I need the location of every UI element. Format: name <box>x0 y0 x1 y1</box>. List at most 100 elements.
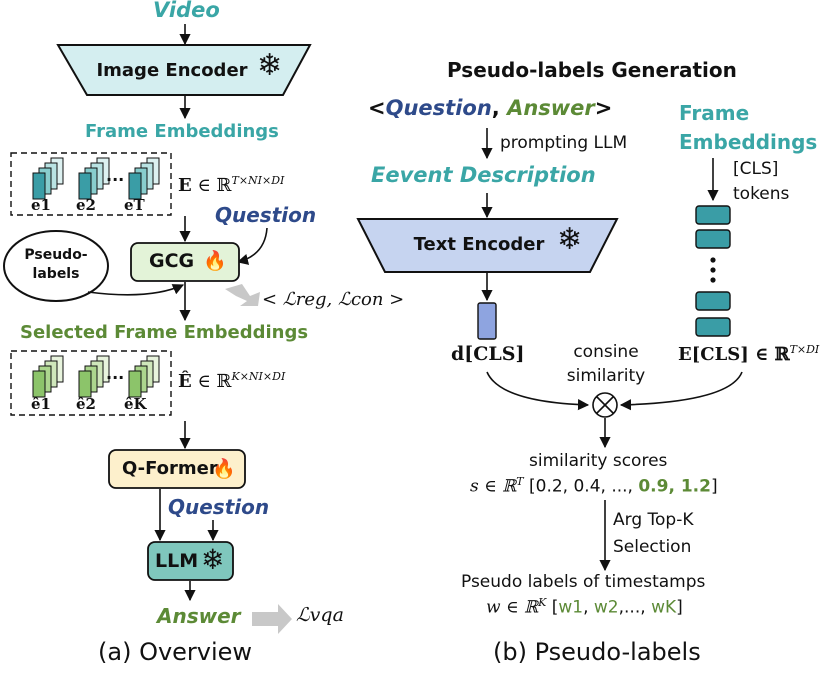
answer-label: Answer <box>157 604 241 628</box>
question-label-1: Question <box>215 203 317 227</box>
E-superscript: T×NI×DI <box>231 174 285 187</box>
qformer-label: Q-Former <box>122 458 218 479</box>
image-encoder-label: Image Encoder <box>96 60 248 81</box>
consine-line-1: consine <box>573 342 639 362</box>
scores-open: [0.2, 0.4, ..., <box>529 476 639 497</box>
pseudo-title: Pseudo-labels Generation <box>447 58 737 82</box>
Ehat-formula: Ê ∈ ℝK×NI×DI <box>178 370 285 392</box>
E-cls-text: E[CLS] ∈ ℝ <box>678 344 790 365</box>
arrow-pseudo-gcg <box>87 284 185 296</box>
ellipsis-dot-3 <box>710 277 716 283</box>
snowflake-icon-text: ❄ <box>557 222 583 257</box>
caption-overview: (a) Overview <box>98 638 253 666</box>
qa-open: < <box>368 96 386 120</box>
scores-close: ] <box>710 476 718 497</box>
similarity-scores-label: similarity scores <box>529 451 668 471</box>
d-cls-label: d[CLS] <box>451 343 525 365</box>
scores-highlight: 0.9, 1.2 <box>638 476 711 497</box>
gcg-label: GCG <box>149 250 195 272</box>
E-symbol: E <box>178 175 192 196</box>
d-cls-token <box>477 302 497 340</box>
vqa-arrow <box>252 604 292 634</box>
consine-line-2: similarity <box>566 366 646 386</box>
frame-stack-T <box>128 157 160 200</box>
e1-label: e1 <box>31 196 51 214</box>
selected-embeddings-box <box>10 350 172 416</box>
E-cls-sup: T×DI <box>789 343 820 356</box>
w-dots: ,..., <box>618 597 652 618</box>
w-open: [ <box>551 597 559 618</box>
s-sup: T <box>516 475 524 488</box>
gcg-box <box>130 242 240 282</box>
qa-answer: Answer <box>507 96 595 120</box>
llm-box <box>147 541 234 581</box>
w-sup: K <box>538 596 547 609</box>
w-comma: , <box>583 597 589 618</box>
consine-similarity: consine similarity <box>558 340 654 388</box>
frame-embeddings-label: Frame Embeddings <box>85 121 279 142</box>
selected-stack-1 <box>32 355 64 398</box>
argtop-line-1: Arg Top-K <box>613 510 694 530</box>
prompting-label: prompting LLM <box>500 133 628 153</box>
pseudo-labels-ellipse <box>3 230 109 302</box>
snowflake-icon: ❄ <box>257 48 283 83</box>
loss-arrow <box>225 284 260 306</box>
w1-label: w1 <box>558 597 584 618</box>
Ehat-space: ℝ <box>216 371 232 392</box>
frame-line-2: Embeddings <box>679 130 818 154</box>
loss-vqa: ℒvqa <box>296 604 344 626</box>
cls-tokens-label: [CLS] tokens <box>733 157 789 207</box>
ehat2-label: ê2 <box>76 395 96 413</box>
w2-label: w2 <box>593 597 619 618</box>
frame-ellipsis: ··· <box>106 170 125 189</box>
wK-label: wK <box>651 597 677 618</box>
cls-line-2: tokens <box>733 184 790 204</box>
ellipsis-dot-1 <box>710 257 716 263</box>
arrow-E-similarity <box>619 371 743 411</box>
ellipsis-dot-2 <box>710 267 716 273</box>
text-encoder-label: Text Encoder <box>413 234 545 255</box>
cls-token-3 <box>695 291 731 311</box>
qa-close: > <box>594 96 613 120</box>
ehat1-label: ê1 <box>31 395 51 413</box>
cls-token-4 <box>695 317 731 337</box>
e2-label: e2 <box>76 196 96 214</box>
s-expr: s ∈ ℝ <box>470 476 517 497</box>
caption-pseudo: (b) Pseudo-labels <box>493 638 701 666</box>
eT-label: eT <box>124 196 145 214</box>
Ehat-symbol: Ê <box>178 371 192 392</box>
scores-formula: s ∈ ℝT [0.2, 0.4, ..., 0.9, 1.2] <box>470 475 718 497</box>
w-formula: w ∈ ℝK [w1, w2,..., wK] <box>486 596 683 618</box>
selected-ellipsis: ··· <box>106 368 125 387</box>
arrow-question-gcg <box>236 227 268 265</box>
cls-line-1: [CLS] <box>733 159 779 179</box>
selected-embeddings-label: Selected Frame Embeddings <box>20 322 309 343</box>
E-in: ∈ <box>197 175 211 196</box>
frame-embeddings-box <box>10 152 172 216</box>
qformer-box <box>108 449 246 489</box>
frame-stack-1 <box>32 157 64 200</box>
E-formula: E ∈ ℝT×NI×DI <box>178 174 284 196</box>
similarity-operator <box>592 392 618 418</box>
selected-stack-2 <box>78 355 110 398</box>
question-label-2: Question <box>168 495 270 519</box>
pseudo-labels-line-2: labels <box>32 266 80 282</box>
cls-token-2 <box>695 229 731 249</box>
cls-token-1 <box>695 205 731 225</box>
llm-label: LLM <box>155 550 199 572</box>
arrow-d-similarity <box>486 371 590 411</box>
image-encoder-box <box>56 44 312 96</box>
argtop-label: Arg Top-K Selection <box>613 507 693 561</box>
qa-comma: , <box>491 96 500 120</box>
fire-icon: 🔥 <box>203 250 227 272</box>
argtop-line-2: Selection <box>613 537 692 557</box>
Ehat-superscript: K×NI×DI <box>231 370 286 383</box>
pseudo-labels-line-1: Pseudo- <box>24 247 88 263</box>
frame-stack-2 <box>78 157 110 200</box>
qa-pair: <Question, Answer> <box>368 96 612 120</box>
fire-icon-qformer: 🔥 <box>212 458 236 480</box>
Ehat-in: ∈ <box>197 371 211 392</box>
frame-embeddings-right: Frame Embeddings <box>679 99 817 157</box>
qa-question: Question <box>385 96 492 120</box>
